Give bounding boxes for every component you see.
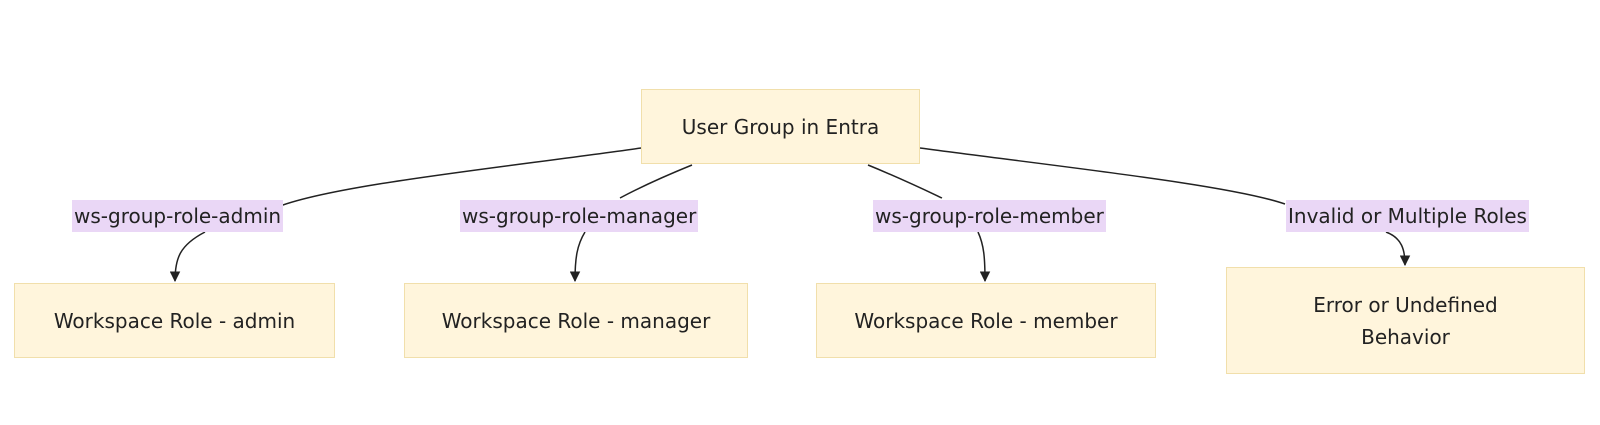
- edge-label-error: Invalid or Multiple Roles: [1286, 200, 1529, 232]
- edge-root-to-admin-lower: [169, 231, 206, 283]
- node-label-member: Workspace Role - member: [854, 308, 1118, 333]
- node-label-admin: Workspace Role - admin: [53, 308, 296, 333]
- edge-root-to-error-lower: [1385, 231, 1411, 267]
- edge-label-member: ws-group-role-member: [873, 200, 1106, 232]
- edge-root-to-member-lower: [977, 231, 991, 283]
- node-workspace-role-member: Workspace Role - member: [816, 283, 1156, 358]
- node-workspace-role-manager: Workspace Role - manager: [404, 283, 748, 358]
- node-label-manager: Workspace Role - manager: [441, 308, 711, 333]
- node-user-group-in-entra: User Group in Entra: [641, 89, 920, 164]
- edge-root-to-error-upper: [919, 147, 1286, 205]
- edge-root-to-member-upper: [867, 164, 943, 199]
- edge-root-to-manager-upper: [619, 164, 693, 199]
- edge-root-to-manager-lower: [569, 231, 586, 283]
- node-label-root: User Group in Entra: [681, 114, 880, 139]
- edge-root-to-admin-upper: [274, 147, 642, 209]
- node-error-or-undefined-behavior: Error or Undefined Behavior: [1226, 267, 1585, 374]
- node-workspace-role-admin: Workspace Role - admin: [14, 283, 335, 358]
- edge-label-admin: ws-group-role-admin: [72, 200, 284, 232]
- edge-label-manager: ws-group-role-manager: [460, 200, 699, 232]
- node-label-error: Error or Undefined Behavior: [1313, 292, 1498, 349]
